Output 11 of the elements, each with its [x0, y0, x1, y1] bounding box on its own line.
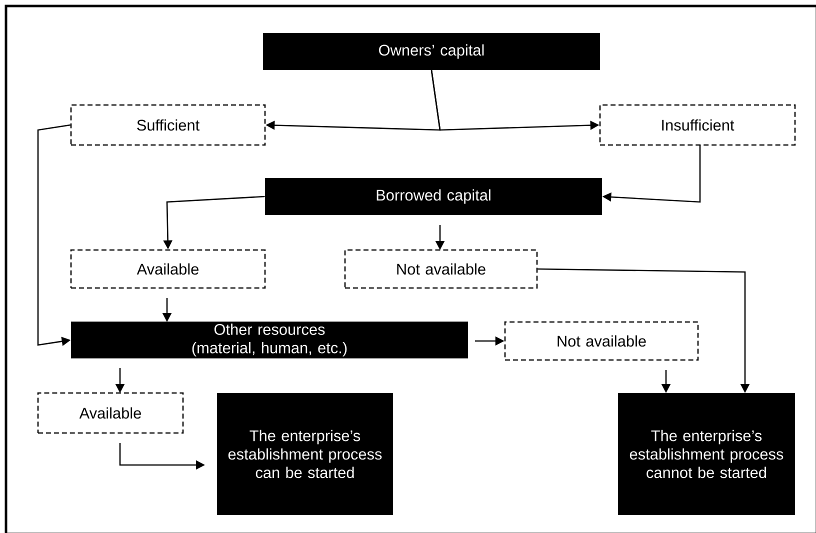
- outcome-box: Not available: [344, 249, 538, 289]
- outcome-box: Insufficient: [599, 104, 796, 146]
- process-box: Owners’ capital: [263, 33, 600, 70]
- outcome-box: Sufficient: [70, 104, 266, 146]
- process-box: Borrowed capital: [265, 178, 602, 215]
- outcome-box: Available: [70, 249, 266, 289]
- process-box: Other resources (material, human, etc.): [71, 322, 468, 358]
- outcome-box: Available: [37, 392, 184, 434]
- outcome-box: Not available: [504, 321, 699, 361]
- process-box: The enterprise’s establishment process cannot be started: [618, 393, 795, 515]
- process-box: The enterprise’s establishment process can be started: [217, 393, 393, 515]
